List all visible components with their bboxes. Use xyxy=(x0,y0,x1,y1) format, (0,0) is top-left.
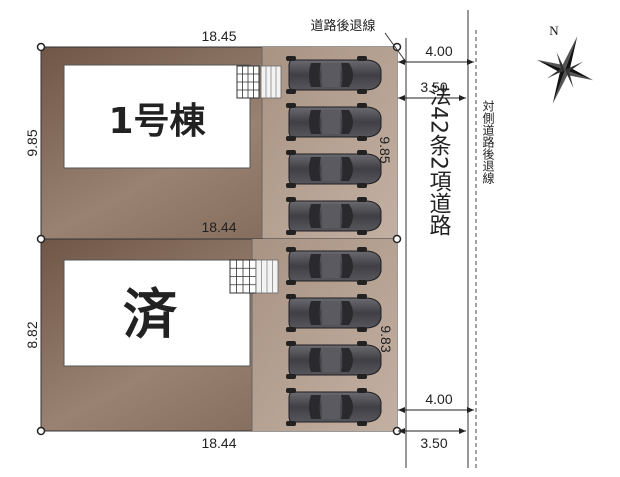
road-bottom-full-width: 4.00 xyxy=(425,391,452,407)
corner-marker xyxy=(392,234,402,244)
lot-1-steps xyxy=(260,65,282,99)
lot-2-building xyxy=(63,259,251,367)
road-top-setback-width: 3.50 xyxy=(420,79,447,95)
car-icon xyxy=(286,56,382,94)
corner-marker xyxy=(36,42,46,52)
opposite-road-setback-label: 対側道路後退線 xyxy=(481,100,495,184)
road-dimensions xyxy=(398,59,474,434)
road-setback-pointer xyxy=(384,32,407,63)
lot-2-left-depth: 8.82 xyxy=(24,321,40,348)
car-icon xyxy=(286,103,382,141)
lot-1-bottom-width: 18.44 xyxy=(201,219,236,235)
car-icon xyxy=(286,247,382,285)
corner-marker xyxy=(392,42,402,52)
road-top-full-width: 4.00 xyxy=(425,43,452,59)
road-bottom-setback-width: 3.50 xyxy=(420,435,447,451)
lot-1-building xyxy=(63,64,251,169)
lot-2-sold-mark: 済 xyxy=(123,283,178,346)
road-setback-label: 道路後退線 xyxy=(310,18,375,34)
lot-1-cars xyxy=(286,56,382,235)
compass-north-label: N xyxy=(549,23,559,38)
lot-1-right-depth: 9.85 xyxy=(377,136,393,163)
lot-2: 済 xyxy=(40,238,398,432)
lot-2-right-depth: 9.83 xyxy=(378,325,394,352)
lot-2-stair-grid xyxy=(229,259,257,294)
lot-1-top-width: 18.45 xyxy=(201,28,236,44)
road-label: 法42条2項道路 xyxy=(426,84,452,236)
corner-marker xyxy=(36,234,46,244)
lot-1: 1号棟 xyxy=(40,46,398,240)
car-icon xyxy=(286,197,382,235)
road-lines xyxy=(384,10,477,468)
lot-1-building-label: 1号棟 xyxy=(108,101,206,142)
lot-1-left-depth: 9.85 xyxy=(24,129,40,156)
car-icon xyxy=(286,294,382,332)
car-icon xyxy=(286,388,382,426)
lot-1-stair-grid xyxy=(236,65,260,99)
compass-icon xyxy=(536,36,594,104)
car-icon xyxy=(286,341,382,379)
car-icon xyxy=(286,150,382,188)
corner-marker xyxy=(36,426,46,436)
lot-2-steps xyxy=(255,259,279,294)
lot-2-cars xyxy=(286,247,382,426)
lot-2-bottom-width: 18.44 xyxy=(201,435,236,451)
corner-markers xyxy=(36,42,402,436)
